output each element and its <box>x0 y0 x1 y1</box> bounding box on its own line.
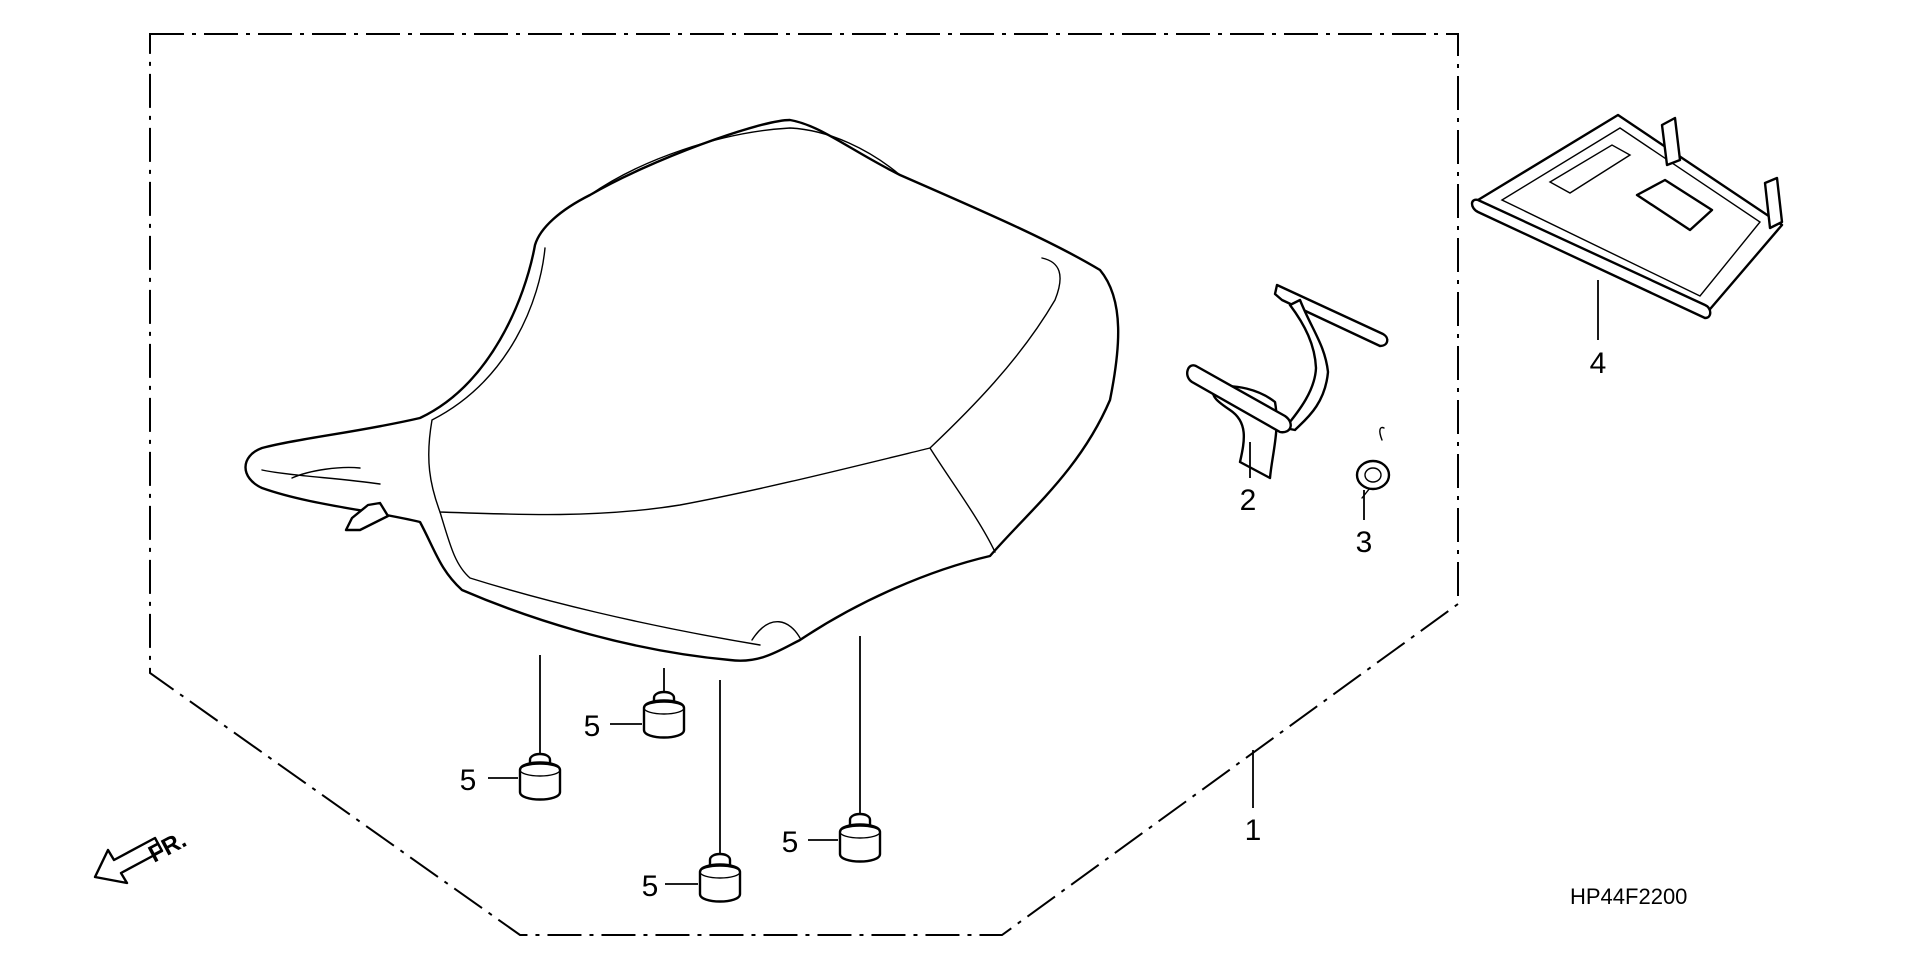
diagram-code: HP44F2200 <box>1570 884 1687 909</box>
seat-side-crease-front <box>439 511 761 646</box>
callout-5d: 5 <box>782 826 799 859</box>
hook-plate <box>1273 283 1389 348</box>
seat-tray <box>1470 113 1784 320</box>
cushion-2 <box>642 668 686 739</box>
spring-coil-outer <box>1355 459 1391 491</box>
seat-rear-lip <box>261 466 381 485</box>
cushion-3 <box>698 680 742 903</box>
tray-inner-frame <box>1500 127 1762 297</box>
tray-clip-right <box>1763 176 1784 230</box>
tray-pocket <box>1635 178 1714 232</box>
callout-5a: 5 <box>460 764 477 797</box>
tray-rail <box>1470 198 1712 320</box>
tray-outer-frame <box>1476 113 1784 317</box>
callout-1: 1 <box>1245 814 1262 847</box>
seat-spring <box>1355 426 1391 499</box>
seat-latch-tab <box>344 501 390 532</box>
spring-wire-top <box>1379 426 1385 441</box>
seat-assembly <box>244 118 1120 662</box>
seat-hook <box>1186 283 1389 480</box>
cushion-1 <box>518 655 562 801</box>
callout-5c: 5 <box>642 870 659 903</box>
seat-front-upper-line <box>589 127 901 196</box>
hook-pin <box>1186 364 1292 434</box>
callout-4: 4 <box>1590 347 1607 380</box>
callout-5b: 5 <box>584 710 601 743</box>
assembly-boundary <box>149 33 1459 936</box>
front-arrow-shape <box>93 836 164 885</box>
spring-coil-inner <box>1364 467 1382 483</box>
seat-lower-panel <box>751 621 801 641</box>
seat-top-edge <box>428 247 1061 516</box>
cushion-4 <box>838 636 882 863</box>
tray-slot <box>1548 144 1632 194</box>
seat-outer-shell <box>244 118 1120 662</box>
seat-side-crease <box>929 447 996 553</box>
front-label: FR. <box>144 826 191 868</box>
tray-clip-left <box>1660 116 1682 167</box>
callout-3: 3 <box>1356 526 1373 559</box>
callout-2: 2 <box>1240 484 1257 517</box>
front-direction-arrow-icon: FR. <box>93 826 191 885</box>
